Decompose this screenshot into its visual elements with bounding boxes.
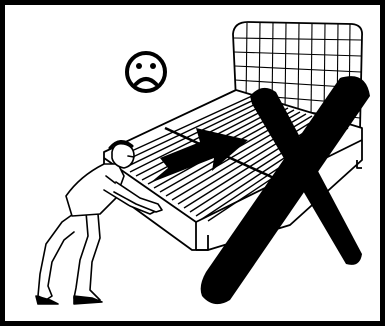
illustration-canvas (0, 0, 385, 326)
instruction-illustration (0, 0, 385, 326)
